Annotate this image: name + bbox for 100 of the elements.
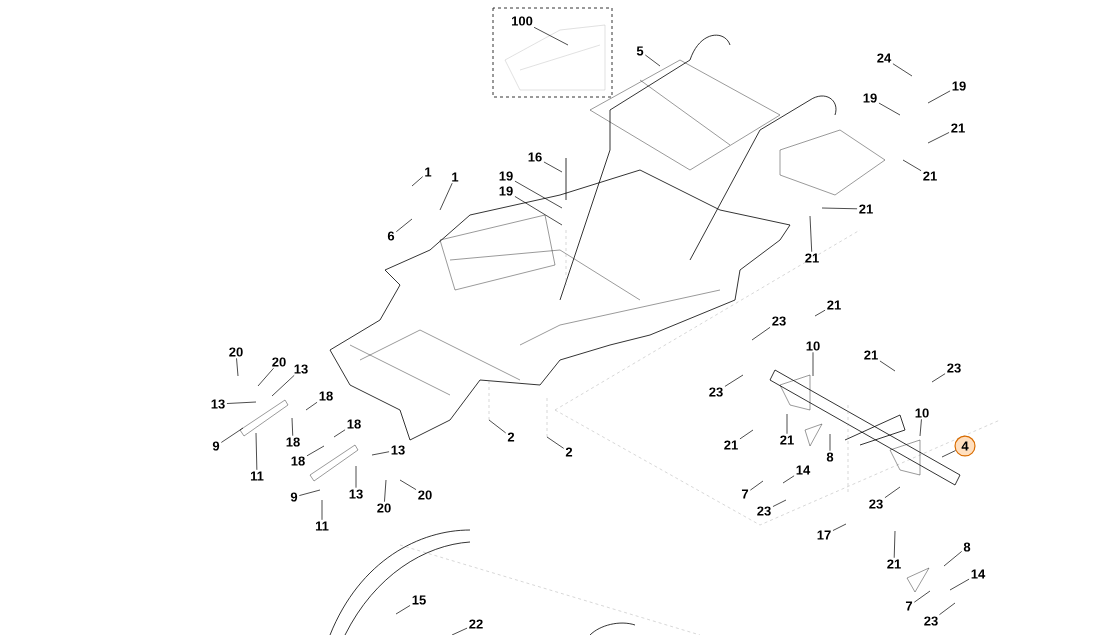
callout-number: 10 bbox=[806, 341, 820, 351]
leader-line bbox=[892, 63, 913, 77]
leader-line bbox=[411, 176, 424, 187]
leader-line bbox=[220, 427, 244, 443]
callout-number: 23 bbox=[869, 499, 883, 509]
callout-number: 18 bbox=[347, 419, 361, 429]
callout-number: 14 bbox=[971, 569, 986, 579]
leader-line bbox=[902, 159, 922, 172]
leader-line bbox=[814, 309, 826, 317]
callout-number: 8 bbox=[963, 542, 971, 552]
callout-number: 16 bbox=[528, 152, 542, 162]
callout-number: 8 bbox=[826, 452, 834, 462]
leader-line bbox=[355, 465, 357, 489]
leader-line bbox=[927, 90, 951, 104]
callout-number: 20 bbox=[418, 490, 432, 500]
callout-number: 21 bbox=[951, 123, 965, 133]
callout-number: 19 bbox=[952, 81, 966, 91]
callout-number: 23 bbox=[947, 363, 961, 373]
leader-line bbox=[914, 590, 931, 603]
leader-line bbox=[939, 602, 956, 616]
leader-line bbox=[739, 429, 754, 440]
leader-line bbox=[543, 161, 563, 173]
callout-number: 17 bbox=[817, 530, 831, 540]
callout-number: 1 bbox=[452, 172, 459, 182]
callout-number: 2 bbox=[507, 432, 515, 442]
leader-line bbox=[832, 523, 847, 531]
callout-number: 7 bbox=[905, 601, 913, 611]
callout-number: 1 bbox=[425, 167, 432, 177]
callout-number: 24 bbox=[877, 53, 892, 63]
leader-line bbox=[533, 26, 569, 46]
leader-line bbox=[782, 475, 795, 484]
callout-number: 21 bbox=[780, 435, 794, 445]
callout-number: 18 bbox=[319, 391, 333, 401]
leader-line bbox=[879, 360, 896, 372]
leader-line bbox=[546, 436, 565, 449]
callout-number: 11 bbox=[250, 471, 264, 481]
leader-line bbox=[451, 627, 468, 635]
callout-number: 22 bbox=[469, 619, 483, 629]
callout-number: 13 bbox=[211, 399, 225, 409]
callout-number: 20 bbox=[377, 503, 391, 513]
leader-line bbox=[395, 605, 411, 615]
callout-number: 18 bbox=[286, 437, 300, 447]
callout-number: 13 bbox=[349, 489, 363, 499]
callout-number: 13 bbox=[294, 364, 308, 374]
callout-number: 20 bbox=[229, 347, 243, 357]
callout-number: 23 bbox=[709, 387, 723, 397]
callout-number: 21 bbox=[724, 440, 738, 450]
leader-line bbox=[306, 445, 325, 457]
callout-number: 7 bbox=[741, 489, 749, 499]
leader-line bbox=[305, 401, 318, 411]
leader-line bbox=[371, 451, 390, 456]
leader-line bbox=[809, 215, 813, 253]
callout-number: 21 bbox=[805, 253, 819, 263]
callout-number: 19 bbox=[863, 93, 877, 103]
leader-line bbox=[949, 578, 970, 591]
callout-number: 21 bbox=[864, 350, 878, 360]
callout-number: 19 bbox=[499, 186, 513, 196]
callout-number: 11 bbox=[315, 521, 329, 531]
leader-line bbox=[257, 367, 274, 387]
leader-line bbox=[488, 419, 507, 434]
callout-number: 14 bbox=[796, 465, 811, 475]
callout-number: 21 bbox=[887, 559, 901, 569]
callout-number: 2 bbox=[565, 447, 573, 457]
leader-line bbox=[514, 196, 563, 226]
leader-line bbox=[931, 373, 946, 383]
leader-line bbox=[884, 486, 901, 499]
callout-number: 20 bbox=[272, 357, 286, 367]
callout-number: 23 bbox=[772, 316, 786, 326]
leader-line bbox=[226, 401, 257, 404]
leader-line bbox=[333, 429, 346, 438]
leader-line bbox=[514, 180, 563, 209]
callout-number: 13 bbox=[391, 445, 405, 455]
leader-line bbox=[399, 479, 417, 490]
leader-line bbox=[812, 351, 814, 377]
callout-number: 15 bbox=[412, 595, 426, 605]
callout-number: 18 bbox=[291, 456, 305, 466]
leader-line bbox=[943, 551, 963, 567]
callout-number: 9 bbox=[212, 441, 220, 451]
leader-line bbox=[941, 450, 956, 458]
leader-line bbox=[878, 102, 901, 116]
leader-line bbox=[821, 207, 858, 210]
leader-line bbox=[927, 132, 950, 144]
leader-line bbox=[291, 417, 294, 437]
callout-number: 5 bbox=[636, 46, 644, 56]
callout-number: 9 bbox=[290, 492, 298, 502]
callout-number: 23 bbox=[924, 616, 938, 626]
leader-line bbox=[893, 530, 896, 559]
leader-line bbox=[749, 480, 764, 491]
leader-line bbox=[395, 218, 413, 233]
leader-line bbox=[439, 182, 453, 211]
leader-line bbox=[321, 499, 323, 521]
callout-number: 6 bbox=[387, 231, 395, 241]
leader-line bbox=[645, 54, 661, 67]
leader-line bbox=[298, 489, 321, 496]
callout-number: 19 bbox=[499, 171, 513, 181]
callout-number: 10 bbox=[915, 408, 929, 418]
leader-line bbox=[255, 432, 258, 471]
leader-line bbox=[236, 357, 239, 377]
leader-line bbox=[829, 433, 831, 452]
leader-line bbox=[772, 499, 787, 507]
